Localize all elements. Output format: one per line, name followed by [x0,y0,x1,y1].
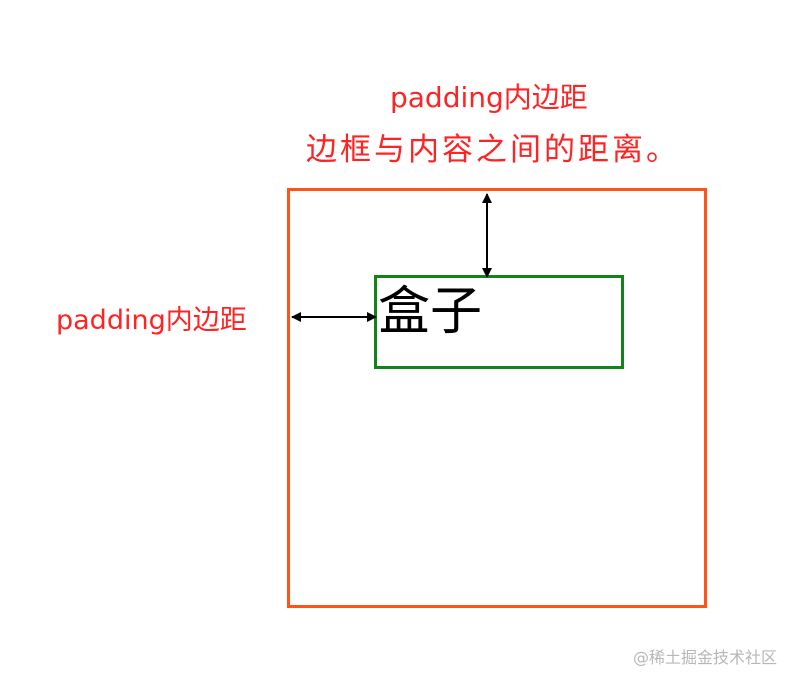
top-padding-label: padding内边距 [390,81,588,114]
content-box-text: 盒子 [378,282,483,342]
content-box [374,275,624,369]
left-padding-label: padding内边距 [56,305,247,336]
outer-border-box [287,188,707,608]
watermark-text: @稀土掘金技术社区 [632,648,777,667]
top-padding-description: 边框与内容之间的距离。 [306,132,680,168]
